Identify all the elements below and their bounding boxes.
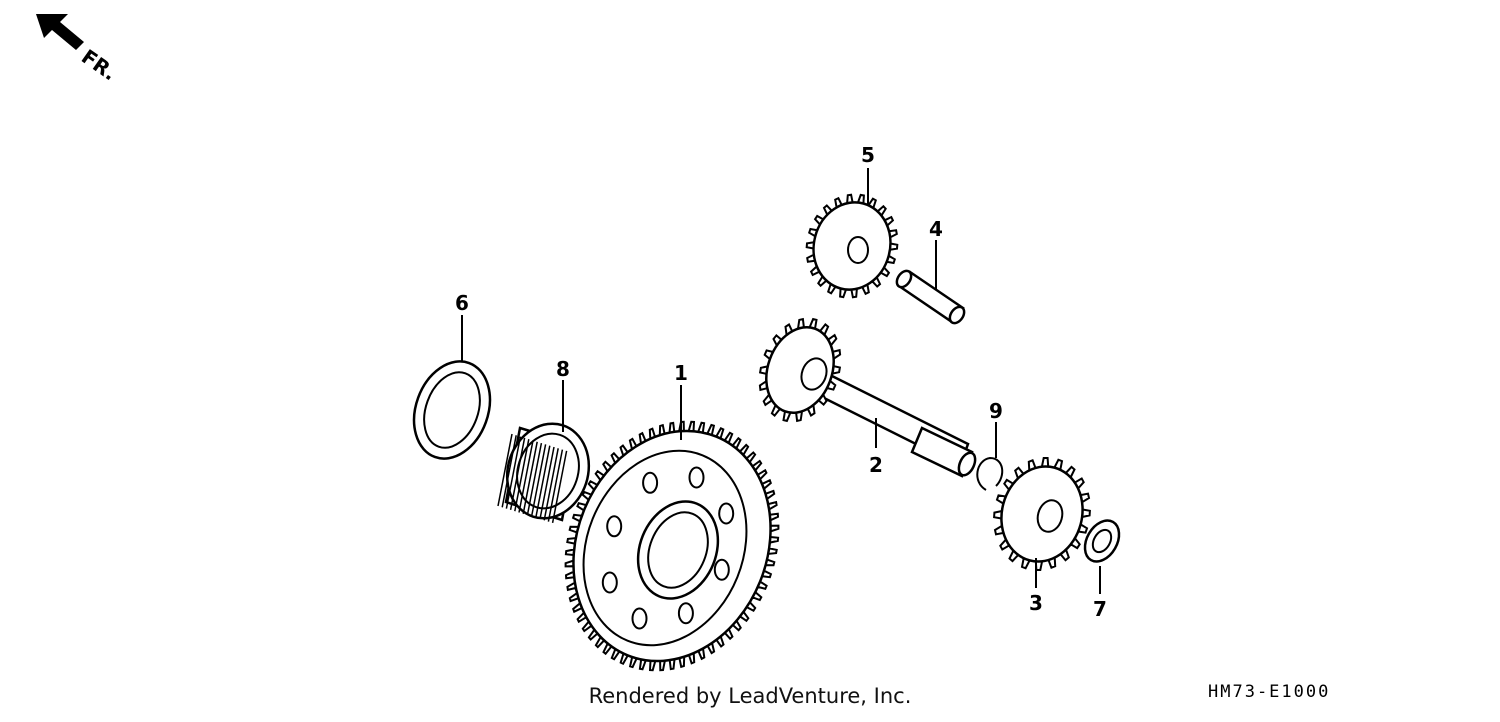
part-3-gear[interactable] <box>991 457 1093 571</box>
callout-2: 2 <box>869 453 883 477</box>
callout-6: 6 <box>455 291 469 315</box>
front-direction-label: FR. <box>77 44 121 85</box>
callout-3: 3 <box>1029 591 1043 615</box>
callout-9: 9 <box>989 399 1003 423</box>
part-2-shaft-gear[interactable] <box>755 317 979 478</box>
callout-1: 1 <box>674 361 688 385</box>
render-credit: Rendered by LeadVenture, Inc. <box>588 684 912 708</box>
part-5-gear[interactable] <box>804 193 900 299</box>
part-4-pin[interactable] <box>894 268 967 326</box>
callout-5: 5 <box>861 143 875 167</box>
callout-4: 4 <box>929 217 943 241</box>
callout-8: 8 <box>556 357 570 381</box>
part-8-needle-bearing[interactable] <box>495 413 601 529</box>
diagram-code: HM73-E1000 <box>1208 682 1331 702</box>
part-1-ring-gear[interactable] <box>540 401 805 691</box>
part-6-washer[interactable] <box>401 351 503 470</box>
part-7-washer[interactable] <box>1078 514 1126 567</box>
part-9-circlip[interactable] <box>976 456 1004 491</box>
callout-7: 7 <box>1093 597 1107 621</box>
front-direction-arrow-icon <box>36 14 84 50</box>
